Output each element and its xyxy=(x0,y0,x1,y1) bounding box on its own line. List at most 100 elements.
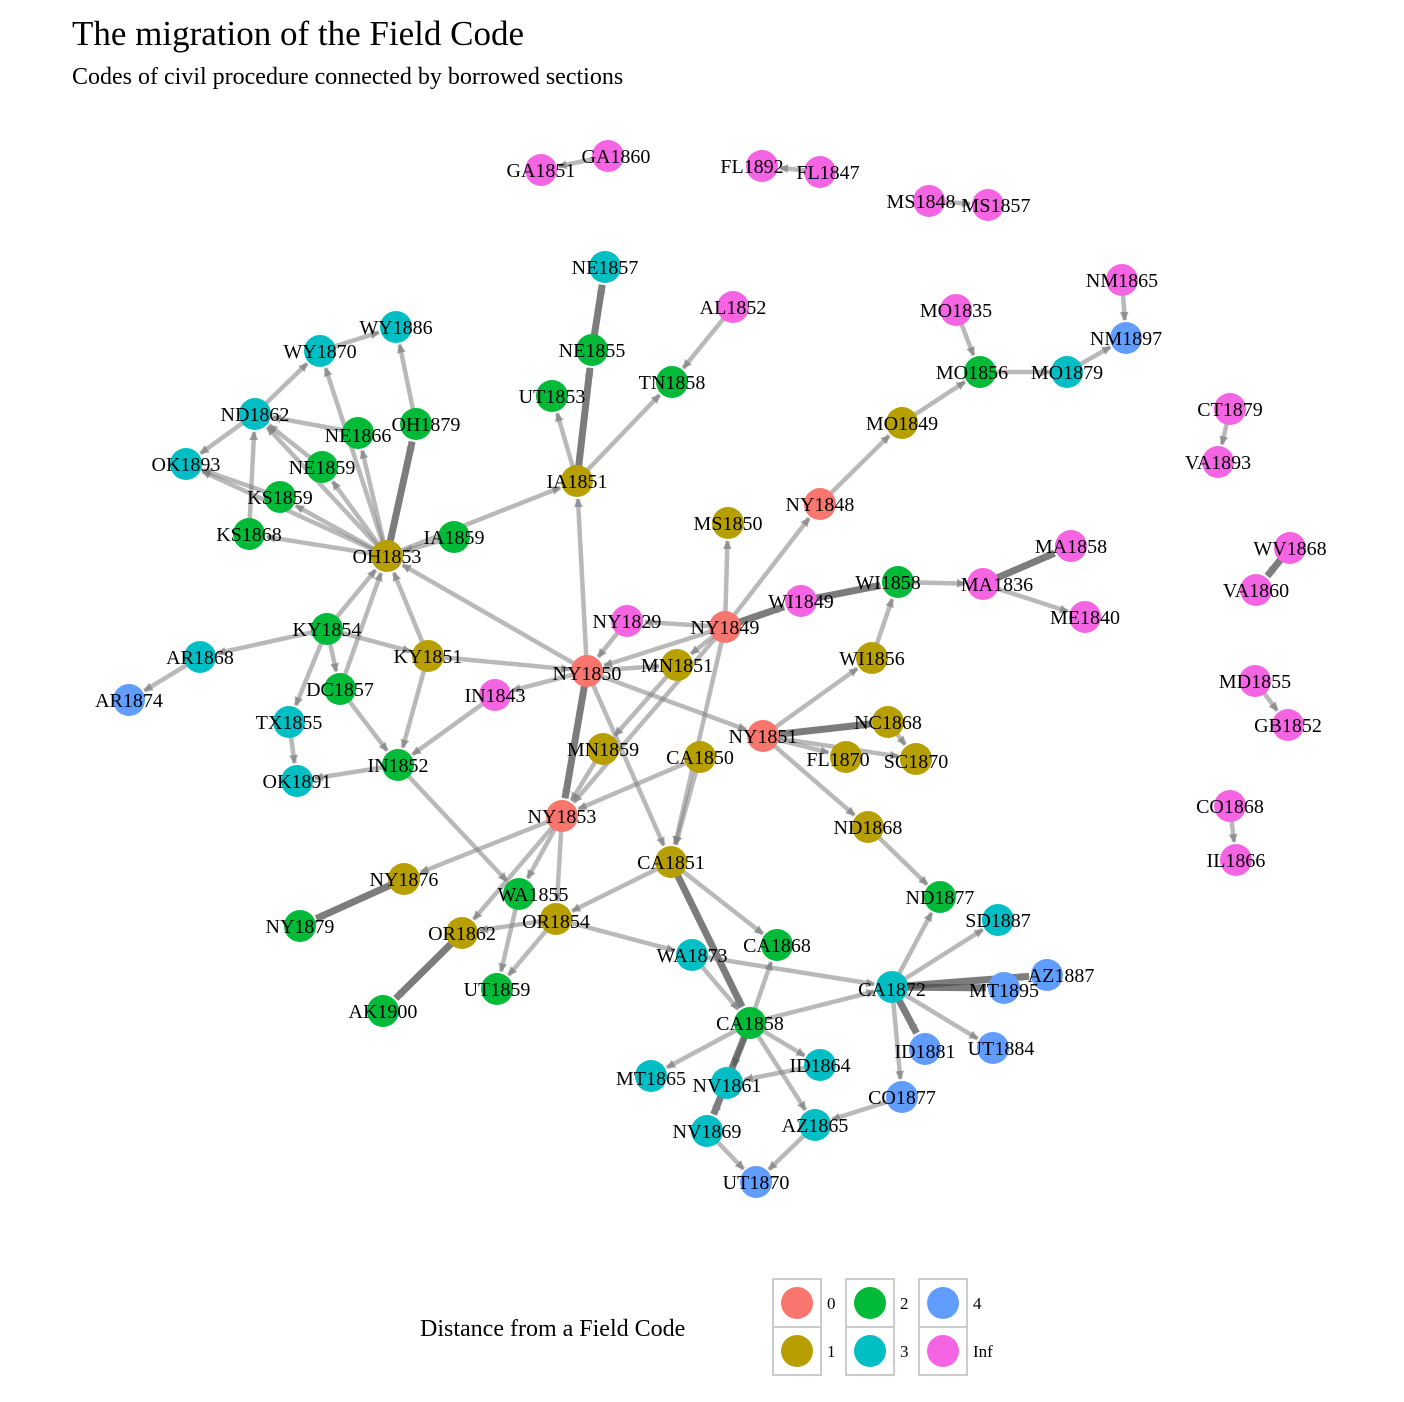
node-label-AK1900: AK1900 xyxy=(349,1001,418,1023)
node-label-MN1859: MN1859 xyxy=(567,739,639,761)
edge-MN1859-NY1853 xyxy=(569,756,600,802)
node-label-CO1868: CO1868 xyxy=(1196,796,1264,818)
node-label-TN1858: TN1858 xyxy=(639,372,706,394)
edge-KY1854-TX1855 xyxy=(293,637,326,707)
node-OH1879 xyxy=(400,408,432,440)
chart-title: The migration of the Field Code xyxy=(72,14,524,53)
node-MT1895 xyxy=(988,972,1020,1004)
node-GA1860 xyxy=(592,140,624,172)
node-CA1858 xyxy=(734,1007,766,1039)
legend-key-dot-1 xyxy=(781,1335,813,1367)
legend-label-2: 2 xyxy=(900,1294,909,1313)
edge-OH1853-WY1870 xyxy=(323,367,387,548)
node-CA1850 xyxy=(684,741,716,773)
node-label-NE1859: NE1859 xyxy=(289,457,356,479)
legend-key-dot-4 xyxy=(927,1287,959,1319)
edge-WI1858-MA1836 xyxy=(907,578,966,588)
edge-IN1852-OK1891 xyxy=(313,764,389,782)
node-label-CA1851: CA1851 xyxy=(637,852,705,874)
node-MT1865 xyxy=(635,1060,667,1092)
edge-KY1851-OH1853 xyxy=(391,571,427,648)
node-label-AR1868: AR1868 xyxy=(166,647,234,669)
node-label-OH1879: OH1879 xyxy=(392,414,461,436)
node-ND1862 xyxy=(239,398,271,430)
node-label-MO1849: MO1849 xyxy=(866,413,938,435)
node-CA1851 xyxy=(655,846,687,878)
node-label-CA1872: CA1872 xyxy=(858,979,926,1001)
edge-layer xyxy=(143,155,1287,1172)
node-KY1854 xyxy=(311,613,343,645)
node-TN1858 xyxy=(656,366,688,398)
node-label-ND1877: ND1877 xyxy=(906,887,975,909)
edge-NY1850-IN1843 xyxy=(511,671,579,693)
node-IN1852 xyxy=(382,749,414,781)
node-CA1868 xyxy=(761,929,793,961)
node-ME1840 xyxy=(1069,601,1101,633)
edge-NY1849-CA1851 xyxy=(672,635,726,846)
node-label-MA1858: MA1858 xyxy=(1035,536,1107,558)
edge-MA1836-ME1840 xyxy=(991,584,1069,614)
node-NY1853 xyxy=(546,800,578,832)
node-label-MS1850: MS1850 xyxy=(694,513,763,535)
edge-WY1870-WY1886 xyxy=(328,330,380,351)
edge-NE1855-NE1857 xyxy=(590,283,606,342)
edge-CA1872-ND1877 xyxy=(894,911,934,980)
node-label-FL1847: FL1847 xyxy=(796,162,859,184)
node-OR1862 xyxy=(446,917,478,949)
node-label-OR1862: OR1862 xyxy=(428,923,496,945)
chart-subtitle: Codes of civil procedure connected by bo… xyxy=(72,64,624,90)
node-MN1851 xyxy=(661,649,693,681)
node-label-ND1862: ND1862 xyxy=(221,404,290,426)
edge-CA1858-CA1872 xyxy=(758,989,876,1023)
edge-CA1858-ID1864 xyxy=(757,1026,806,1058)
edge-KY1854-OH1853 xyxy=(331,568,378,624)
node-label-MS1857: MS1857 xyxy=(962,195,1031,217)
node-label-CT1879: CT1879 xyxy=(1197,399,1263,421)
node-label-WY1870: WY1870 xyxy=(283,341,356,363)
edge-NY1851-WI1856 xyxy=(769,666,859,733)
node-NY1851 xyxy=(747,720,779,752)
node-label-NE1857: NE1857 xyxy=(572,257,639,279)
edge-NY1849-WI1849 xyxy=(732,603,786,628)
node-WI1858 xyxy=(882,566,914,598)
node-label-CA1850: CA1850 xyxy=(666,747,734,769)
node-label-MA1836: MA1836 xyxy=(961,574,1033,596)
node-KS1868 xyxy=(233,518,265,550)
node-label-NY1879: NY1879 xyxy=(266,916,335,938)
node-CO1877 xyxy=(886,1081,918,1113)
node-label-UT1859: UT1859 xyxy=(464,979,531,1001)
edge-GA1860-GA1851 xyxy=(557,155,600,170)
edge-KY1854-AR1868 xyxy=(216,628,319,656)
edge-IN1852-WA1855 xyxy=(402,770,509,883)
edge-CO1877-AZ1865 xyxy=(831,1097,894,1122)
edge-NY1853-WA1855 xyxy=(525,823,560,880)
legend-label-0: 0 xyxy=(827,1294,836,1313)
node-label-WY1886: WY1886 xyxy=(359,317,432,339)
edge-NY1850-IA1851 xyxy=(573,498,589,662)
node-NY1849 xyxy=(709,611,741,643)
node-label-VA1893: VA1893 xyxy=(1185,452,1251,474)
node-label-MO1879: MO1879 xyxy=(1031,362,1103,384)
edge-OH1853-OH1879 xyxy=(385,440,416,548)
node-DC1857 xyxy=(324,673,356,705)
node-MS1848 xyxy=(913,185,945,217)
node-label-CO1877: CO1877 xyxy=(868,1087,936,1109)
node-KS1859 xyxy=(264,481,296,513)
edge-CA1872-SD1887 xyxy=(898,927,984,984)
edge-NY1848-MO1849 xyxy=(825,434,891,499)
node-IN1843 xyxy=(479,679,511,711)
node-OK1893 xyxy=(170,448,202,480)
node-label-ID1864: ID1864 xyxy=(789,1055,850,1077)
node-label-AZ1887: AZ1887 xyxy=(1028,965,1095,987)
node-label-OR1854: OR1854 xyxy=(522,911,590,933)
edge-KS1859-OK1893 xyxy=(202,467,272,496)
node-TX1855 xyxy=(273,706,305,738)
node-NV1861 xyxy=(711,1067,743,1099)
edge-NY1850-OH1853 xyxy=(401,563,580,669)
edge-NY1849-MS1850 xyxy=(722,540,732,618)
node-label-FL1892: FL1892 xyxy=(720,156,783,178)
node-label-IN1852: IN1852 xyxy=(367,755,428,777)
node-KY1851 xyxy=(412,640,444,672)
